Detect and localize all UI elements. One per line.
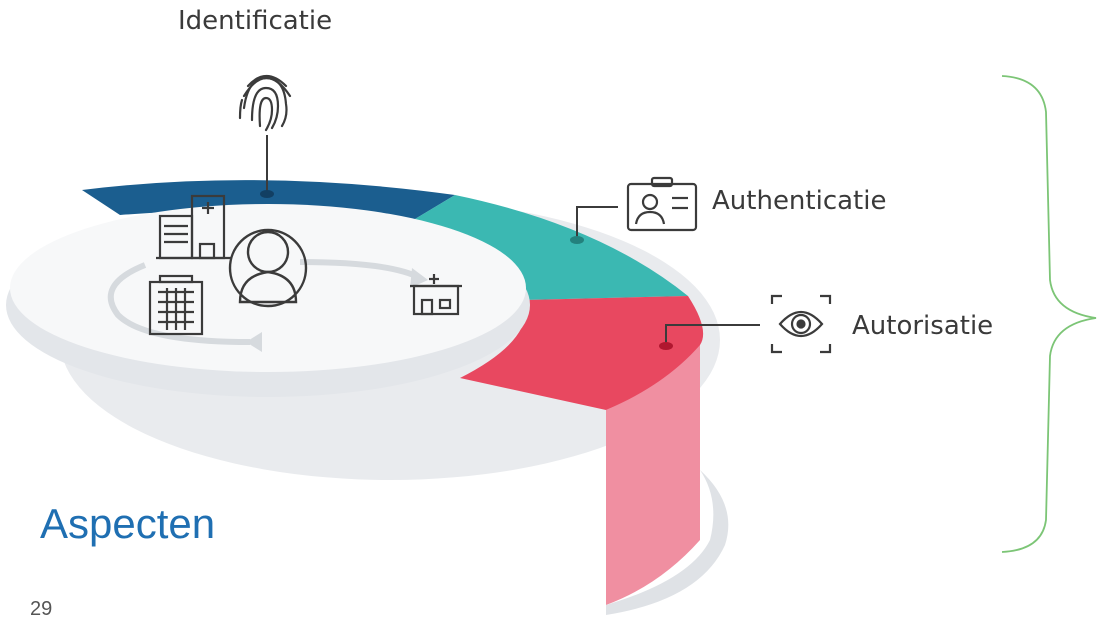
page-number: 29 <box>30 598 53 620</box>
authenticatie-label: Authenticatie <box>712 186 887 216</box>
office-building-icon <box>148 274 204 336</box>
identificatie-label: Identificatie <box>178 6 333 36</box>
cycle-arrow-left-head <box>246 332 262 352</box>
autorisatie-segment-wall <box>606 340 700 605</box>
identificatie-dot <box>260 190 274 198</box>
slide-title: Aspecten <box>40 500 216 547</box>
authenticatie-segment <box>410 195 688 300</box>
autorisatie-segment <box>460 296 704 410</box>
autorisatie-connector <box>665 324 760 344</box>
hospital-icon <box>156 194 232 260</box>
ring-wall-shadow <box>606 470 729 615</box>
id-card-icon <box>626 176 698 232</box>
autorisatie-dot <box>659 342 673 350</box>
fingerprint-icon <box>238 74 292 132</box>
clinic-icon <box>410 274 462 316</box>
cycle-arrow-right-head <box>410 268 428 288</box>
person-icon <box>228 228 308 308</box>
authenticatie-dot <box>570 236 584 244</box>
cycle-arrow-left <box>107 262 251 345</box>
grouping-brace <box>1001 75 1097 553</box>
autorisatie-label: Autorisatie <box>852 311 994 341</box>
authenticatie-connector <box>576 206 618 238</box>
eye-icon <box>770 294 832 354</box>
